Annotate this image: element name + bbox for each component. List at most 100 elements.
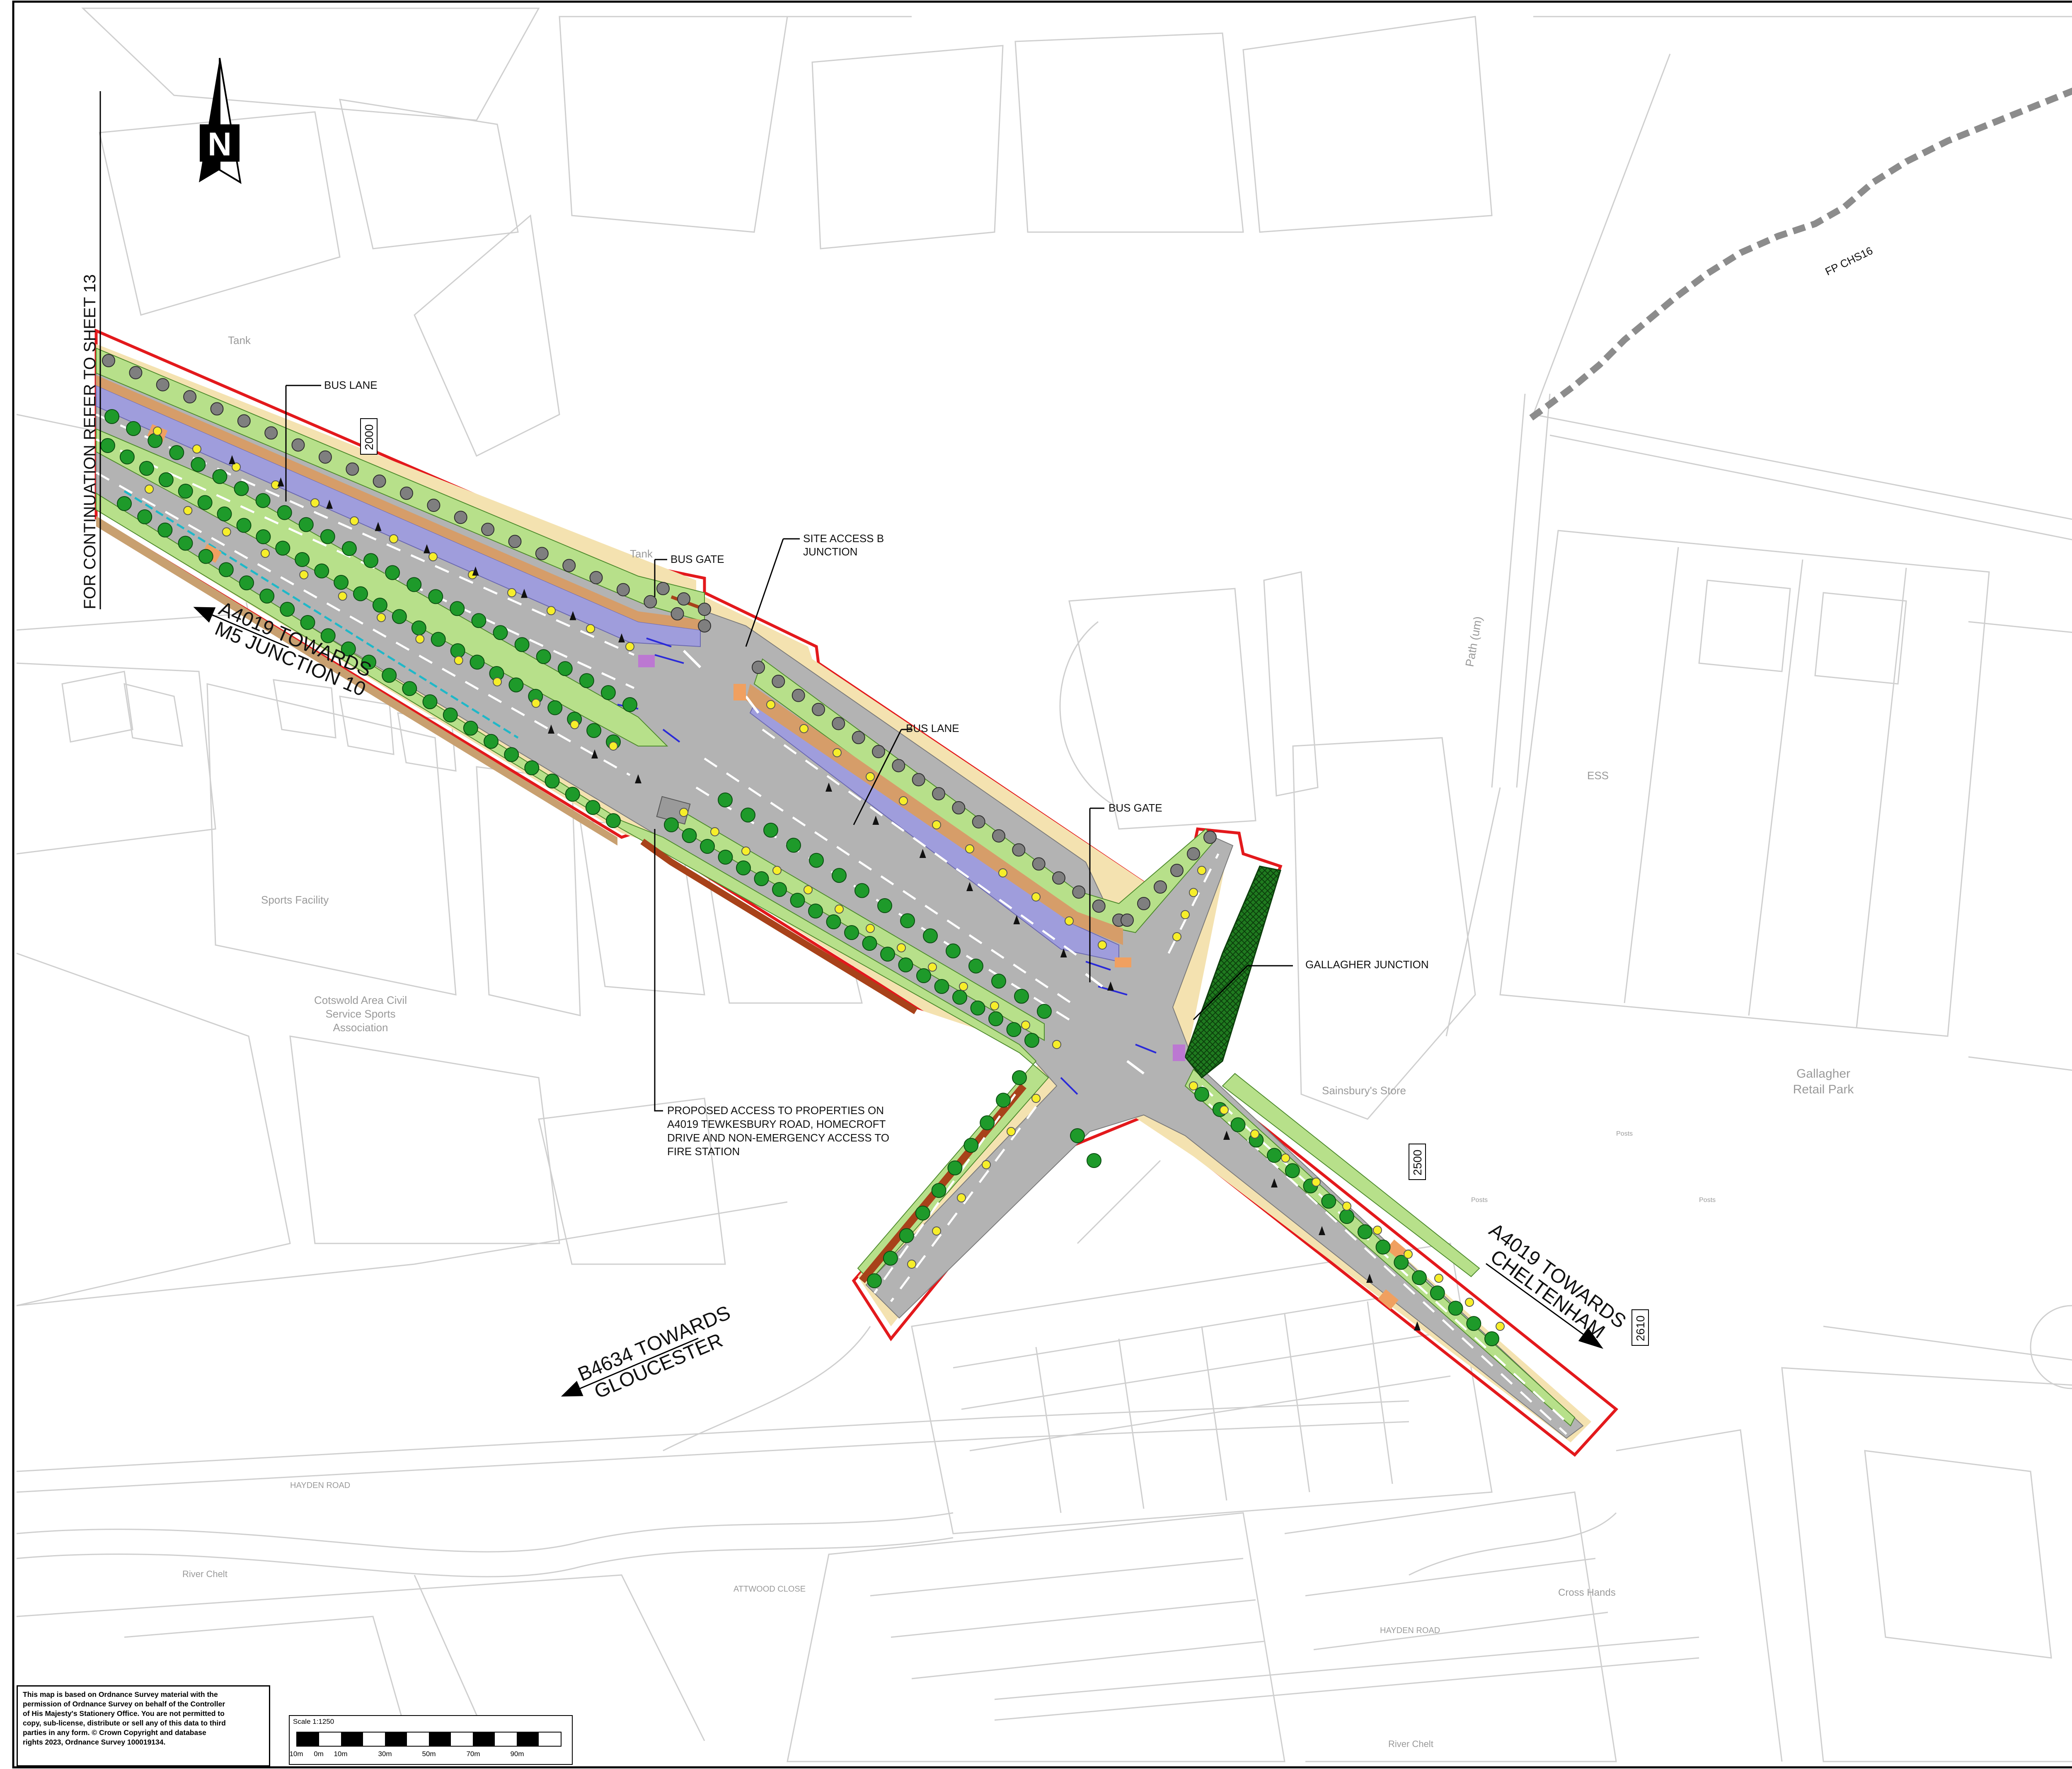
- tree-grey: [698, 603, 711, 616]
- red-line-boundary: [94, 328, 1619, 1457]
- road-sign: [326, 499, 333, 509]
- tree-green: [239, 575, 254, 591]
- tree-green: [996, 1093, 1011, 1108]
- street-lamp: [547, 606, 556, 616]
- street-lamp: [772, 866, 782, 875]
- tree-green: [428, 589, 443, 604]
- tree-grey: [1012, 843, 1026, 857]
- street-lamp: [1434, 1274, 1443, 1283]
- tree-grey: [656, 582, 670, 595]
- tree-grey: [932, 787, 945, 800]
- tree-green: [256, 529, 271, 544]
- place-label-cotswold-line3: Association: [333, 1021, 388, 1034]
- embankment-south-west: [640, 838, 918, 1014]
- tree-green: [923, 928, 938, 943]
- scale-segment: [429, 1733, 451, 1746]
- cyan-kerb-line: [123, 490, 519, 739]
- tree-green: [1070, 1128, 1085, 1143]
- os-base-linework: [16, 7, 2072, 1762]
- tree-grey: [210, 402, 224, 416]
- place-label-river-chelt-east: River Chelt: [1388, 1739, 1433, 1749]
- stop-lines: [683, 649, 1145, 1075]
- tree-green: [341, 641, 356, 657]
- tree-green: [1321, 1194, 1336, 1209]
- copyright-notice: This map is based on Ordnance Survey mat…: [17, 1685, 270, 1767]
- callout-leaders: [285, 385, 1293, 1112]
- street-lamp: [766, 700, 775, 709]
- tree-green: [545, 773, 560, 789]
- sheet-continuation-label: FOR CONTINUATION REFER TO SHEET 13: [81, 274, 99, 609]
- tree-grey: [454, 511, 467, 524]
- tree-green: [514, 637, 530, 652]
- tree-green: [700, 839, 715, 854]
- tree-green: [450, 601, 465, 616]
- tree-grey: [508, 535, 522, 548]
- street-lamp: [1189, 888, 1198, 897]
- tree-green: [104, 409, 119, 424]
- footpath-line: [1529, 87, 2072, 421]
- tree-grey: [264, 426, 278, 440]
- tree-green: [493, 625, 508, 640]
- tree-green: [968, 958, 983, 974]
- place-label-tank-1: Tank: [228, 334, 251, 347]
- tree-green: [718, 850, 733, 865]
- tree-green: [1430, 1285, 1445, 1301]
- tree-grey: [1137, 897, 1150, 910]
- tree-grey: [1072, 885, 1086, 899]
- road-sign: [618, 633, 625, 642]
- tree-grey: [373, 474, 386, 488]
- road-sign: [919, 849, 926, 858]
- tree-green: [158, 472, 174, 487]
- tree-green: [1006, 1022, 1021, 1037]
- tree-green: [234, 481, 249, 496]
- place-label-tank-2: Tank: [630, 548, 653, 560]
- tree-green: [382, 668, 397, 683]
- tree-green: [137, 509, 152, 524]
- tree-green: [463, 720, 478, 736]
- place-label-posts-3: Posts: [1471, 1197, 1488, 1204]
- street-lamp: [1031, 1094, 1041, 1103]
- tree-grey: [1052, 871, 1065, 885]
- street-lamp: [932, 1226, 941, 1236]
- tree-green: [422, 694, 438, 710]
- tree-green: [508, 677, 524, 693]
- street-lamp: [928, 962, 937, 972]
- callout-proposed-access-line2: A4019 TEWKESBURY ROAD, HOMECROFT: [667, 1118, 886, 1130]
- tree-green: [198, 549, 213, 564]
- street-lamp: [389, 534, 398, 543]
- tree-green: [1339, 1209, 1354, 1224]
- street-lamp: [1007, 1127, 1016, 1136]
- tree-green: [280, 602, 295, 617]
- tree-green: [1448, 1301, 1463, 1316]
- tree-grey: [677, 592, 690, 606]
- tree-green: [832, 868, 847, 883]
- north-arrow-letter: N: [208, 126, 232, 162]
- place-label-sports-facility: Sports Facility: [261, 894, 329, 906]
- tree-green: [606, 813, 621, 828]
- callout-bus-lane-west: BUS LANE: [324, 379, 378, 391]
- copyright-line: rights 2023, Ordnance Survey 100019134.: [23, 1738, 166, 1746]
- tree-grey: [752, 661, 765, 674]
- arrow-west-icon: [193, 607, 216, 623]
- tree-green: [361, 654, 376, 670]
- tree-green: [586, 723, 602, 738]
- tree-green: [471, 613, 487, 628]
- tree-green: [736, 860, 751, 875]
- street-lamp: [897, 943, 906, 952]
- street-lamp: [965, 844, 974, 853]
- tree-grey: [427, 499, 441, 512]
- tree-green: [1012, 1070, 1027, 1085]
- tree-grey: [698, 619, 711, 632]
- tree-grey: [291, 438, 305, 452]
- tree-grey: [1121, 914, 1134, 927]
- tree-grey: [589, 571, 603, 584]
- tree-green: [809, 853, 824, 868]
- tree-grey: [400, 487, 413, 500]
- tree-green: [877, 898, 892, 913]
- tree-green: [741, 807, 755, 823]
- tree-green: [1014, 989, 1029, 1004]
- tree-green: [862, 936, 877, 951]
- tree-green: [218, 562, 234, 577]
- tree-green: [504, 747, 519, 762]
- cycleway-east: [746, 684, 1123, 945]
